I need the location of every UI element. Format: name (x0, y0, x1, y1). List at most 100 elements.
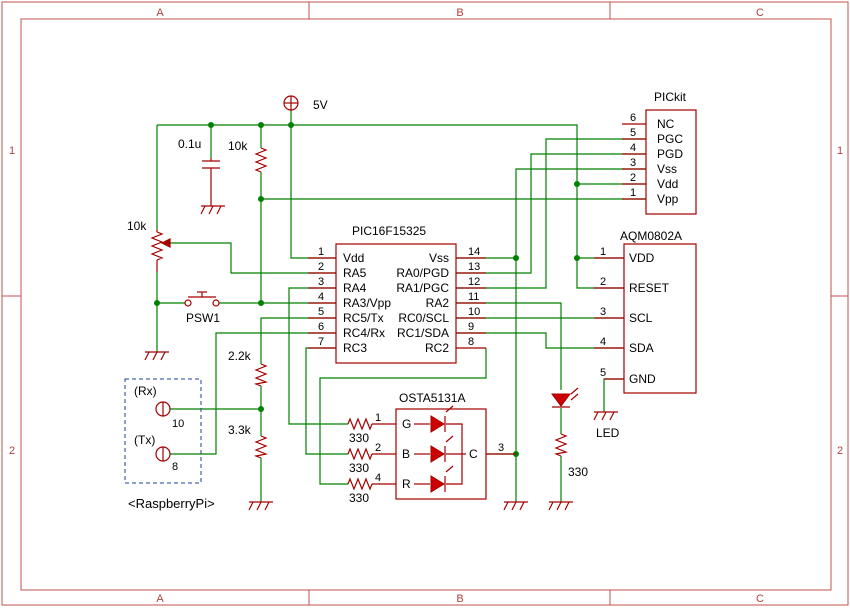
svg-text:RA2: RA2 (426, 296, 450, 310)
rgb-diode-b (430, 435, 454, 463)
pickit-pin-5: 5 PGC (622, 127, 683, 146)
svg-text:4: 4 (318, 291, 324, 303)
svg-text:5: 5 (318, 306, 324, 318)
svg-text:Vss: Vss (657, 162, 677, 176)
pickit-pin-4: 4 PGD (622, 142, 683, 161)
wires (156, 110, 646, 502)
svg-text:RA0/PGD: RA0/PGD (396, 266, 449, 280)
potentiometer: 10k (127, 219, 171, 272)
svg-text:Vss: Vss (429, 251, 449, 265)
potentiometer-value: 10k (127, 219, 147, 233)
svg-text:4: 4 (630, 142, 636, 154)
svg-text:RA4: RA4 (343, 281, 367, 295)
svg-text:RC4/Rx: RC4/Rx (343, 326, 385, 340)
svg-text:RESET: RESET (629, 281, 670, 295)
svg-text:14: 14 (468, 246, 480, 258)
svg-text:1: 1 (600, 246, 606, 258)
ground-c1 (200, 205, 225, 215)
svg-text:NC: NC (657, 117, 675, 131)
resistor-b: 330 (347, 447, 396, 475)
svg-text:7: 7 (318, 336, 324, 348)
raspberry-pi-label: <RaspberryPi> (128, 496, 215, 511)
col-label-top-a: A (156, 7, 164, 19)
rgb-pin-r-label: R (402, 477, 411, 491)
lcd-name: AQM0802A (620, 229, 682, 243)
svg-text:Vdd: Vdd (343, 251, 364, 265)
svg-text:5: 5 (630, 127, 636, 139)
svg-text:3: 3 (600, 306, 606, 318)
svg-text:PGD: PGD (657, 147, 683, 161)
svg-text:RC5/Tx: RC5/Tx (343, 311, 384, 325)
row-label-left-2: 2 (9, 445, 15, 457)
row-label-left-1: 1 (9, 145, 15, 157)
pickit-name: PICkit (654, 90, 687, 104)
svg-text:3: 3 (630, 157, 636, 169)
svg-text:10: 10 (468, 306, 480, 318)
resistor-divider-bottom: 3.3k (228, 423, 269, 459)
mcu-pin-5: 5 RC5/Tx (308, 306, 384, 325)
col-label-bottom-a: A (156, 593, 164, 605)
svg-text:8: 8 (172, 461, 178, 473)
resistor-g: 330 (347, 417, 396, 445)
svg-text:8: 8 (468, 336, 474, 348)
svg-text:2: 2 (600, 276, 606, 288)
resistor-pullup: 10k (228, 139, 268, 173)
rgb-pin-4-num: 4 (375, 472, 381, 484)
resistor-led-value: 330 (568, 465, 588, 479)
svg-text:GND: GND (629, 372, 656, 386)
svg-text:9: 9 (468, 321, 474, 333)
rgb-pin-c-label: C (469, 447, 478, 461)
row-label-right-1: 1 (837, 145, 843, 157)
lcd-pin-3: 3 SCL (594, 306, 653, 325)
led-indicator: LED (551, 387, 620, 440)
rgb-pin-3-num: 3 (498, 442, 504, 454)
resistor-divider-bottom-value: 3.3k (228, 423, 252, 437)
resistor-r: 330 (347, 477, 396, 505)
raspberry-pi-connector: (Rx) 10 (Tx) 8 <RaspberryPi> (124, 378, 215, 511)
col-label-top-b: B (456, 7, 463, 19)
svg-text:1: 1 (630, 187, 636, 199)
svg-text:SDA: SDA (629, 341, 654, 355)
rgb-pin-g-label: G (402, 417, 411, 431)
rgb-pin-2-num: 2 (375, 442, 381, 454)
rpi-tx-terminal: (Tx) 8 (134, 433, 178, 473)
resistor-divider-top-value: 2.2k (228, 349, 252, 363)
svg-text:RA1/PGC: RA1/PGC (396, 281, 449, 295)
svg-text:PGC: PGC (657, 132, 683, 146)
resistor-b-value: 330 (349, 461, 369, 475)
ground-vss (503, 501, 528, 511)
svg-text:RA5: RA5 (343, 266, 367, 280)
power-5v-label: 5V (313, 98, 328, 112)
lcd-pin-2: 2 RESET (594, 276, 670, 295)
power-5v-symbol: 5V (283, 95, 328, 112)
svg-text:SCL: SCL (629, 311, 653, 325)
push-switch-ref: PSW1 (186, 311, 220, 325)
resistor-divider-top: 2.2k (228, 349, 269, 387)
ground-divider (248, 501, 273, 511)
col-label-bottom-c: C (756, 593, 764, 605)
rpi-rx-terminal: (Rx) 10 (134, 384, 184, 430)
mcu-name: PIC16F15325 (352, 224, 426, 238)
mcu-pin-14: 14 Vss (429, 246, 486, 265)
resistor-pullup-value: 10k (228, 139, 248, 153)
capacitor-c1: 0.1u (178, 137, 220, 206)
rgb-diode-r (430, 465, 454, 493)
svg-text:RC0/SCL: RC0/SCL (398, 311, 449, 325)
capacitor-c1-value: 0.1u (178, 137, 201, 151)
led-ref: LED (596, 426, 620, 440)
